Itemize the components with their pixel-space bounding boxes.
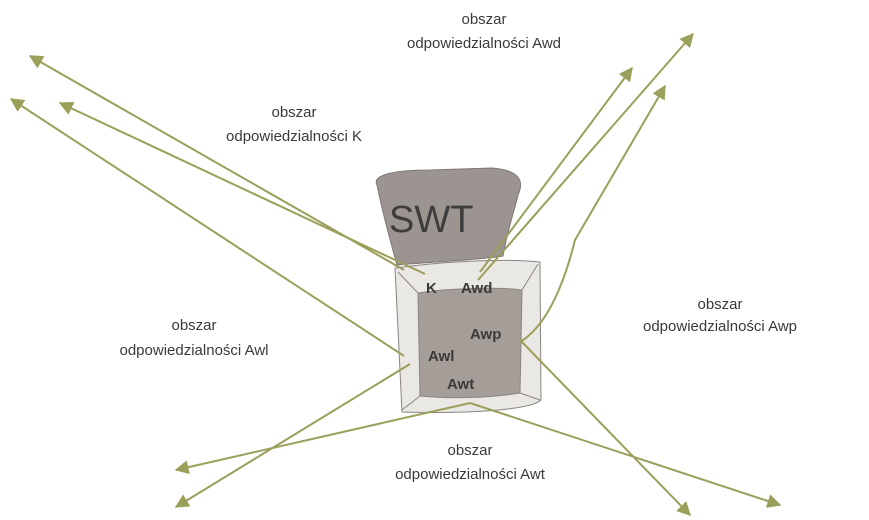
arrow-awl-down	[174, 363, 411, 508]
area-awl-line2: odpowiedzialności Awl	[120, 342, 269, 359]
area-k-line2: odpowiedzialności K	[226, 128, 362, 145]
area-k-line1: obszar	[271, 104, 316, 121]
area-awt-line2: odpowiedzialności Awt	[395, 466, 546, 483]
awl-label: Awl	[428, 348, 454, 365]
area-awt-line1: obszar	[447, 442, 492, 459]
area-awd-line2: odpowiedzialności Awd	[407, 35, 561, 52]
arrow-awd-2	[477, 32, 694, 281]
area-awp-label: obszar odpowiedzialności Awp	[643, 296, 797, 335]
awp-label: Awp	[470, 326, 501, 343]
lower-block	[397, 263, 541, 411]
area-awp-line1: obszar	[697, 296, 742, 313]
k-label: K	[426, 280, 437, 297]
area-awp-line2: odpowiedzialności Awp	[643, 318, 797, 335]
swt-label: SWT	[389, 199, 473, 241]
swt-block	[375, 167, 522, 266]
arrow-k-2	[58, 102, 426, 275]
awd-label: Awd	[461, 280, 492, 297]
area-awt-label: obszar odpowiedzialności Awt	[395, 442, 546, 483]
area-awl-line1: obszar	[171, 317, 216, 334]
area-awd-label: obszar odpowiedzialności Awd	[407, 11, 561, 52]
arrow-awp-down	[519, 339, 691, 517]
arrow-awt-left	[174, 402, 471, 475]
arrows	[9, 32, 782, 517]
area-awl-label: obszar odpowiedzialności Awl	[120, 317, 269, 359]
arrow-awd-1	[479, 66, 633, 273]
area-k-label: obszar odpowiedzialności K	[226, 104, 362, 145]
awt-label: Awt	[447, 376, 474, 393]
arrow-awp-up	[519, 84, 666, 343]
arrow-awl-up	[9, 98, 405, 357]
arrow-awt-right	[469, 402, 782, 508]
area-awd-line1: obszar	[461, 11, 506, 28]
